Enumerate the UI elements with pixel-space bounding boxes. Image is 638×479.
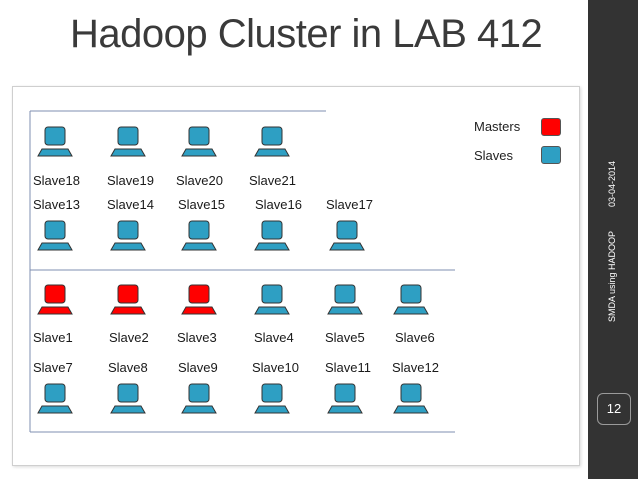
node-label-slave20: Slave20 xyxy=(176,173,223,188)
node-label-slave15: Slave15 xyxy=(178,197,225,212)
computer-icon-slave18 xyxy=(37,126,73,157)
node-label-slave6: Slave6 xyxy=(395,330,435,345)
node-label-slave3: Slave3 xyxy=(177,330,217,345)
node-label-slave5: Slave5 xyxy=(325,330,365,345)
node-label-slave2: Slave2 xyxy=(109,330,149,345)
computer-icon-slave15 xyxy=(181,220,217,251)
computer-icon-slave8 xyxy=(110,383,146,414)
legend-slave-swatch xyxy=(541,146,561,164)
diagram-frame xyxy=(12,86,580,466)
node-label-slave16: Slave16 xyxy=(255,197,302,212)
computer-icon-slave11 xyxy=(327,383,363,414)
node-label-slave8: Slave8 xyxy=(108,360,148,375)
computer-icon-slave5 xyxy=(327,284,363,315)
node-label-slave4: Slave4 xyxy=(254,330,294,345)
node-label-slave12: Slave12 xyxy=(392,360,439,375)
node-label-slave7: Slave7 xyxy=(33,360,73,375)
computer-icon-slave14 xyxy=(110,220,146,251)
computer-icon-slave3 xyxy=(181,284,217,315)
node-label-slave11: Slave11 xyxy=(325,360,372,375)
computer-icon-slave4 xyxy=(254,284,290,315)
computer-icon-slave9 xyxy=(181,383,217,414)
legend-master-swatch xyxy=(541,118,561,136)
page-number: 12 xyxy=(597,393,631,425)
legend-slaves-label: Slaves xyxy=(474,148,514,163)
computer-icon-slave21 xyxy=(254,126,290,157)
computer-icon-slave13 xyxy=(37,220,73,251)
node-label-slave1: Slave1 xyxy=(33,330,73,345)
computer-icon-slave20 xyxy=(181,126,217,157)
legend-masters-label: Masters xyxy=(474,119,521,134)
computer-icon-slave1 xyxy=(37,284,73,315)
computer-icon-slave10 xyxy=(254,383,290,414)
node-label-slave18: Slave18 xyxy=(33,173,80,188)
computer-icon-slave19 xyxy=(110,126,146,157)
computer-icon-slave6 xyxy=(393,284,429,315)
computer-icon-slave16 xyxy=(254,220,290,251)
node-label-slave9: Slave9 xyxy=(178,360,218,375)
computer-icon-slave17 xyxy=(329,220,365,251)
node-label-slave17: Slave17 xyxy=(326,197,373,212)
node-label-slave10: Slave10 xyxy=(252,360,299,375)
node-label-slave14: Slave14 xyxy=(107,197,154,212)
node-label-slave19: Slave19 xyxy=(107,173,154,188)
slide-title: Hadoop Cluster in LAB 412 xyxy=(70,12,543,56)
computer-icon-slave2 xyxy=(110,284,146,315)
node-label-slave13: Slave13 xyxy=(33,197,80,212)
computer-icon-slave12 xyxy=(393,383,429,414)
node-label-slave21: Slave21 xyxy=(249,173,296,188)
computer-icon-slave7 xyxy=(37,383,73,414)
